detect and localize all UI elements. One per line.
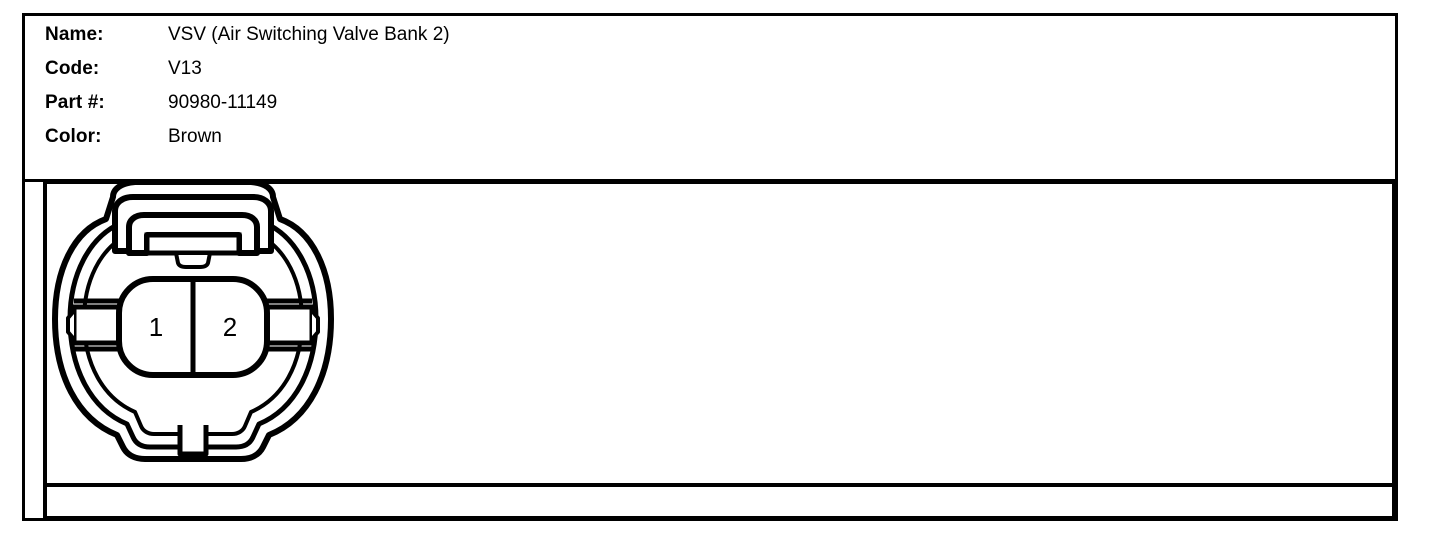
connector-right-rail-bracket	[245, 304, 315, 346]
connector-latch-inner-lever	[126, 212, 260, 256]
spec-label-part-number: Part #:	[45, 92, 105, 113]
spec-row-code: Code: V13	[45, 58, 450, 92]
connector-diagram-box: 1 2	[43, 179, 1396, 487]
connector-pin-cavity	[116, 276, 270, 378]
connector-latch-crossbar	[144, 232, 242, 256]
spec-label-code: Code:	[45, 58, 100, 79]
spec-value-name: VSV (Air Switching Valve Bank 2)	[168, 24, 450, 45]
pin-label-2: 2	[223, 312, 237, 342]
connector-shell-inner-line	[67, 220, 319, 450]
spec-label-name: Name:	[45, 24, 104, 45]
connector-illustration: 1 2	[43, 179, 363, 491]
connector-outer-shell	[52, 179, 334, 462]
connector-shell-third-line	[82, 233, 304, 436]
spec-row-color: Color: Brown	[45, 126, 450, 160]
connector-right-rail-tip	[310, 309, 320, 341]
spec-row-name: Name: VSV (Air Switching Valve Bank 2)	[45, 24, 450, 58]
connector-right-rail-outer-line	[243, 298, 312, 352]
connector-bottom-keyway	[177, 425, 209, 457]
connector-face-diagram: 1 2	[52, 179, 334, 462]
connector-left-rail-outer-line	[74, 298, 143, 352]
footer-strip	[43, 487, 1396, 520]
spec-list: Name: VSV (Air Switching Valve Bank 2) C…	[45, 24, 450, 160]
spec-label-color: Color:	[45, 126, 102, 147]
connector-latch-outer-arch	[112, 194, 274, 254]
pin-label-1: 1	[149, 312, 163, 342]
spec-value-code: V13	[168, 58, 202, 79]
connector-latch-bottom-nub	[174, 251, 212, 269]
spec-row-part-number: Part #: 90980-11149	[45, 92, 450, 126]
spec-value-part-number: 90980-11149	[168, 92, 278, 113]
footer-strip-divider	[43, 484, 1396, 488]
component-spec-header: Name: VSV (Air Switching Valve Bank 2) C…	[25, 16, 1395, 182]
spec-value-color: Brown	[168, 126, 222, 147]
connector-left-rail-tip	[66, 309, 76, 341]
connector-left-rail-bracket	[71, 304, 141, 346]
